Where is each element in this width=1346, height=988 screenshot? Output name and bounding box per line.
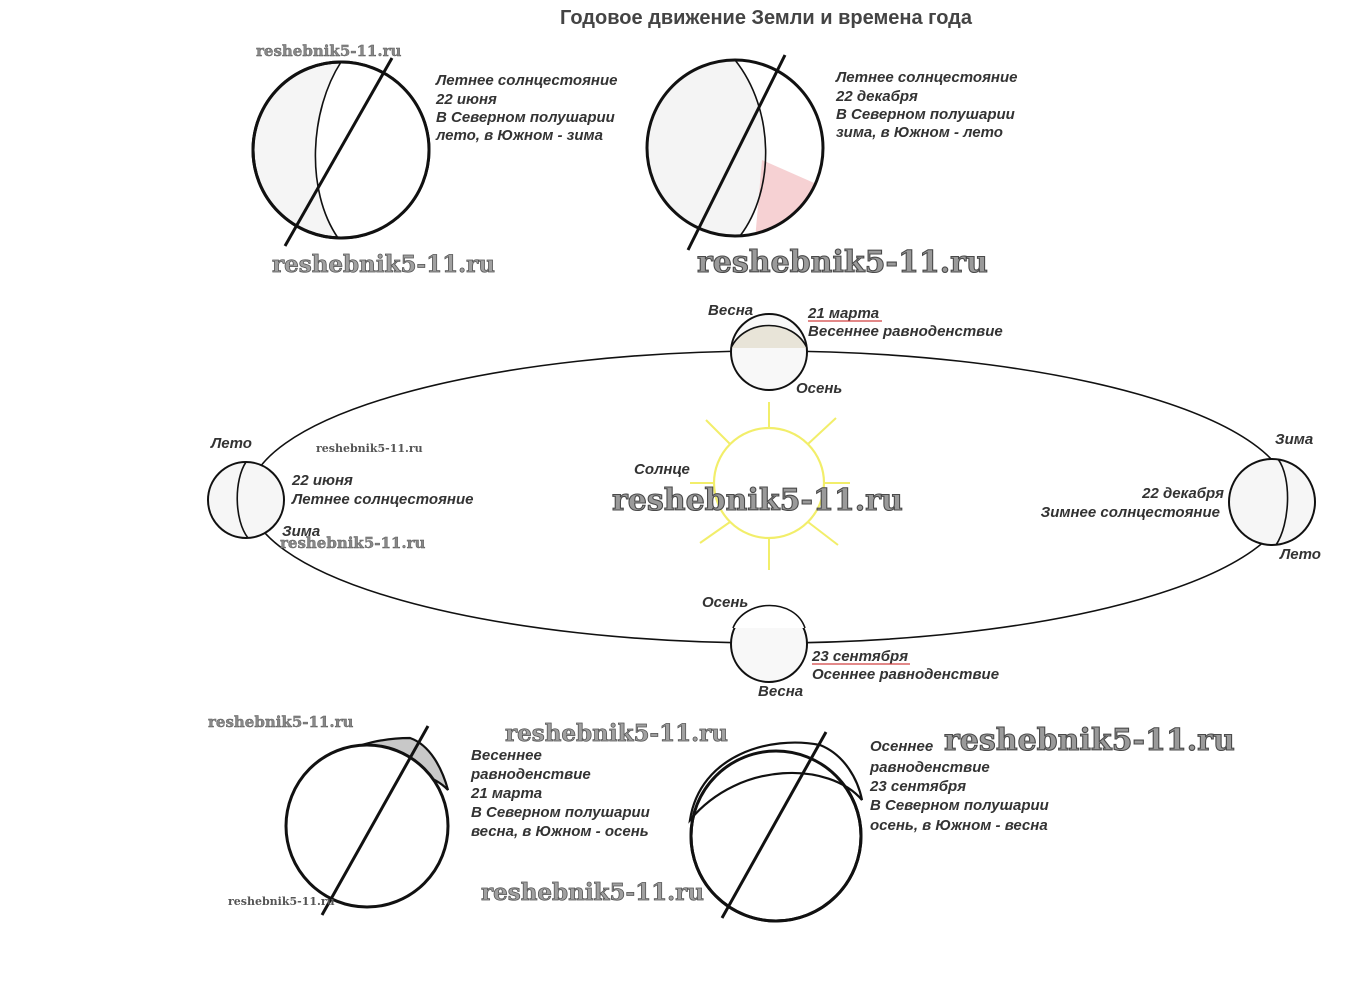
orbit-bottom-north: Осень: [702, 594, 748, 611]
page-title: Годовое движение Земли и времена года: [560, 7, 973, 29]
orbit-top-north: Весна: [708, 302, 753, 319]
watermark: reshebnik5-11.ru: [505, 720, 728, 747]
caption-line: весна, в Южном - осень: [471, 823, 649, 840]
earth-orbit-september: [730, 604, 808, 683]
september-equinox-caption: Осеннее равноденствие 23 сентября В Севе…: [869, 738, 1049, 834]
caption-line: В Северном полушарии: [471, 804, 650, 821]
march-equinox-caption: Весеннее равноденствие 21 марта В Северн…: [470, 747, 650, 840]
orbit-left-date: 22 июня: [291, 472, 353, 489]
orbit-left-south: Зима: [282, 523, 320, 540]
caption-line: равноденствие: [470, 766, 591, 783]
orbit-top-date: 21 марта: [807, 305, 879, 322]
watermark: reshebnik5-11.ru: [256, 42, 401, 60]
orbit-bottom-south: Весна: [758, 683, 803, 700]
caption-line: 22 декабря: [835, 88, 918, 105]
orbit-top-south: Осень: [796, 380, 842, 397]
watermark: reshebnik5-11.ru: [697, 245, 988, 280]
orbit-left-north: Лето: [210, 435, 252, 452]
watermark: reshebnik5-11.ru: [272, 251, 495, 278]
caption-line: осень, в Южном - весна: [870, 817, 1048, 834]
caption-line: Весеннее: [471, 747, 542, 764]
june-solstice-caption: Летнее солнцестояние 22 июня В Северном …: [435, 72, 617, 144]
earth-axis: [320, 725, 430, 916]
earth-orbit-march: [730, 313, 808, 391]
caption-line: равноденствие: [869, 759, 990, 776]
watermark: reshebnik5-11.ru: [944, 723, 1235, 758]
earth-axis: [720, 731, 828, 919]
caption-line: 22 июня: [435, 91, 497, 108]
caption-line: 23 сентября: [869, 778, 966, 795]
watermark: reshebnik5-11.ru: [481, 879, 704, 906]
orbit-bottom-date: 23 сентября: [811, 648, 908, 665]
watermark: reshebnik5-11.ru: [280, 534, 425, 552]
earth-march-equinox: [284, 725, 450, 916]
orbit-bottom-event: Осеннее равноденствие: [812, 666, 999, 683]
orbit-right-event: Зимнее солнцестояние: [1041, 504, 1220, 521]
earth-june-solstice: [251, 57, 431, 247]
sun-label: Солнце: [634, 461, 690, 478]
watermark: reshebnik5-11.ru: [208, 713, 353, 731]
earth-orbit-june: [207, 461, 285, 539]
caption-line: лето, в Южном - зима: [435, 127, 603, 144]
caption-line: В Северном полушарии: [870, 797, 1049, 814]
earth-september-equinox: [688, 731, 864, 923]
caption-line: Летнее солнцестояние: [835, 69, 1017, 86]
earth-axis: [686, 54, 787, 251]
orbit-left-event: Летнее солнцестояние: [291, 491, 473, 508]
december-solstice-caption: Летнее солнцестояние 22 декабря В Северн…: [835, 69, 1017, 141]
caption-line: зима, в Южном - лето: [836, 124, 1003, 141]
watermark: reshebnik5-11.ru: [316, 442, 423, 455]
caption-line: 21 марта: [470, 785, 542, 802]
orbit-right-date: 22 декабря: [1141, 485, 1224, 502]
orbit-top-event: Весеннее равноденствие: [808, 323, 1003, 340]
watermark: reshebnik5-11.ru: [612, 483, 903, 518]
watermark: reshebnik5-11.ru: [228, 895, 335, 908]
earth-axis: [283, 57, 394, 247]
earth-december-solstice: [645, 54, 825, 251]
caption-line: В Северном полушарии: [436, 109, 615, 126]
caption-line: В Северном полушарии: [836, 106, 1015, 123]
orbit-right-north: Зима: [1275, 431, 1313, 448]
orbit-right-south: Лето: [1279, 546, 1321, 563]
earth-orbit-december: [1228, 458, 1316, 546]
caption-line: Осеннее: [870, 738, 933, 755]
caption-line: Летнее солнцестояние: [435, 72, 617, 89]
sun: [690, 402, 850, 570]
